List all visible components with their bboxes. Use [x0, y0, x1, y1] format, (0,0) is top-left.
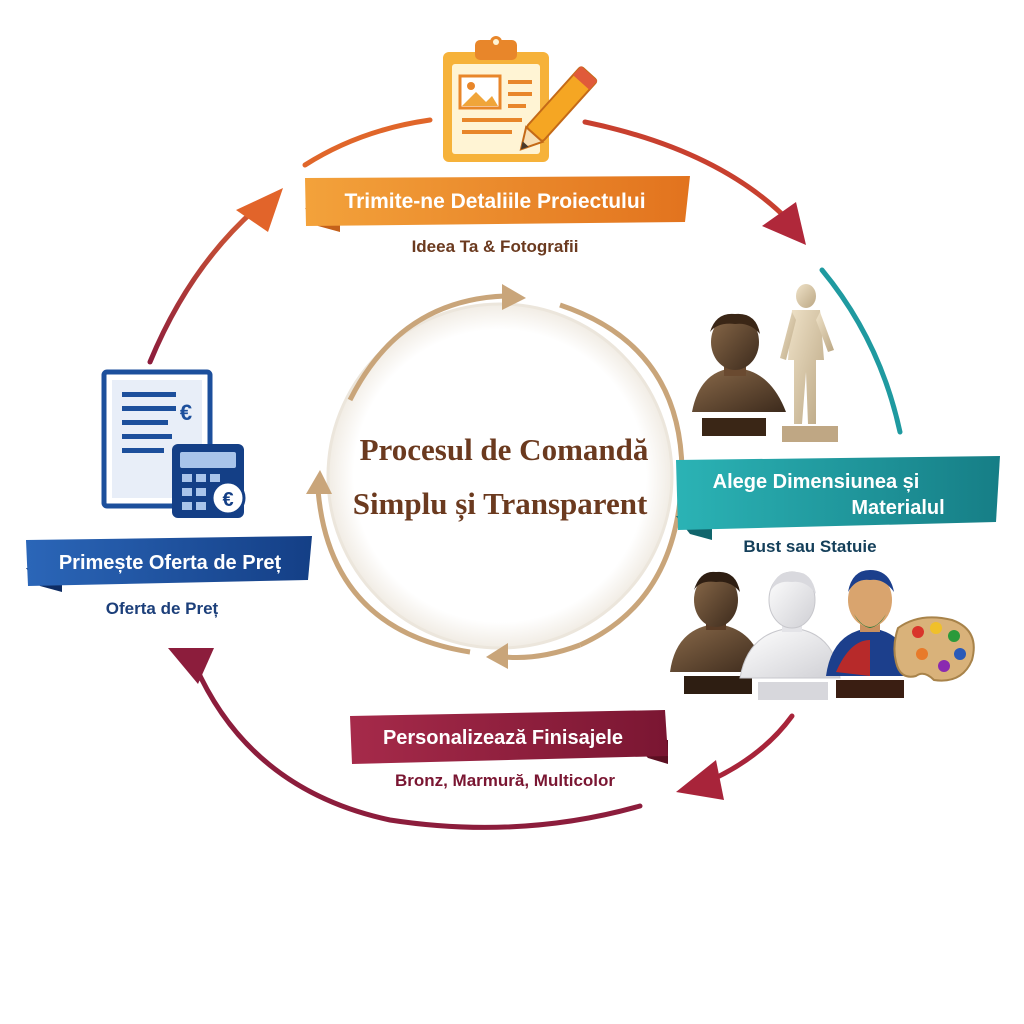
step2-sublabel: Bust sau Statuie [743, 537, 876, 556]
arrow-head-bottom-left [168, 648, 214, 684]
svg-text:€: € [222, 489, 233, 511]
arc-top-left [302, 117, 433, 168]
step1-sublabel: Ideea Ta & Fotografii [412, 237, 579, 256]
three-busts-palette-icon [670, 570, 975, 700]
step4-sublabel: Oferta de Preț [106, 599, 219, 618]
step3-label: Personalizează Finisajele [383, 727, 623, 749]
step-send-details: Trimite-ne Detaliile Proiectului Ideea T… [305, 36, 690, 256]
center-title-line1: Procesul de Comandă [360, 432, 649, 467]
center-title-line2: Simplu și Transparent [353, 486, 648, 522]
svg-text:€: € [180, 400, 192, 425]
step2-label-line2: Materialul [851, 497, 944, 519]
bust-and-statue-icon [692, 284, 838, 442]
step2-label-line1: Alege Dimensiunea și [713, 471, 920, 493]
inner-arrow-left [306, 470, 332, 494]
ribbon-crimson [350, 710, 668, 764]
arc-right-teal [819, 267, 903, 435]
clipboard-pencil-icon [443, 36, 598, 162]
arc-bottom-left [192, 662, 643, 830]
inner-arrow-bottom [486, 643, 508, 669]
step-choose-size-material: Alege Dimensiunea și Materialul Bust sau… [676, 284, 1000, 556]
arrow-head-left-up [236, 188, 283, 232]
inner-arc-left [315, 489, 471, 655]
outer-cycle-arcs [147, 117, 903, 830]
arc-top-right [582, 119, 793, 225]
inner-arrow-top [502, 284, 526, 310]
step1-label: Trimite-ne Detaliile Proiectului [344, 190, 645, 213]
inner-arc-bottom [504, 642, 581, 660]
arrow-head-bottom-right [676, 760, 724, 800]
arc-left-up [147, 202, 263, 365]
inner-arc-top [347, 293, 506, 402]
ribbon-teal [676, 456, 1000, 530]
arrow-head-top-right [762, 202, 806, 245]
step-receive-quote: € € Primește Oferta de Preț Oferta de Pr… [26, 369, 312, 618]
center-hub: Procesul de Comandă Simplu și Transparen… [306, 284, 685, 669]
ribbon-orange [305, 176, 690, 226]
step4-label: Primește Oferta de Preț [59, 552, 282, 574]
step3-sublabel: Bronz, Marmură, Multicolor [395, 771, 615, 790]
center-circle [326, 302, 674, 650]
ribbon-blue [26, 536, 312, 586]
invoice-calculator-icon: € € [101, 369, 246, 518]
step-customize-finishes: Personalizează Finisajele Bronz, Marmură… [350, 570, 975, 790]
